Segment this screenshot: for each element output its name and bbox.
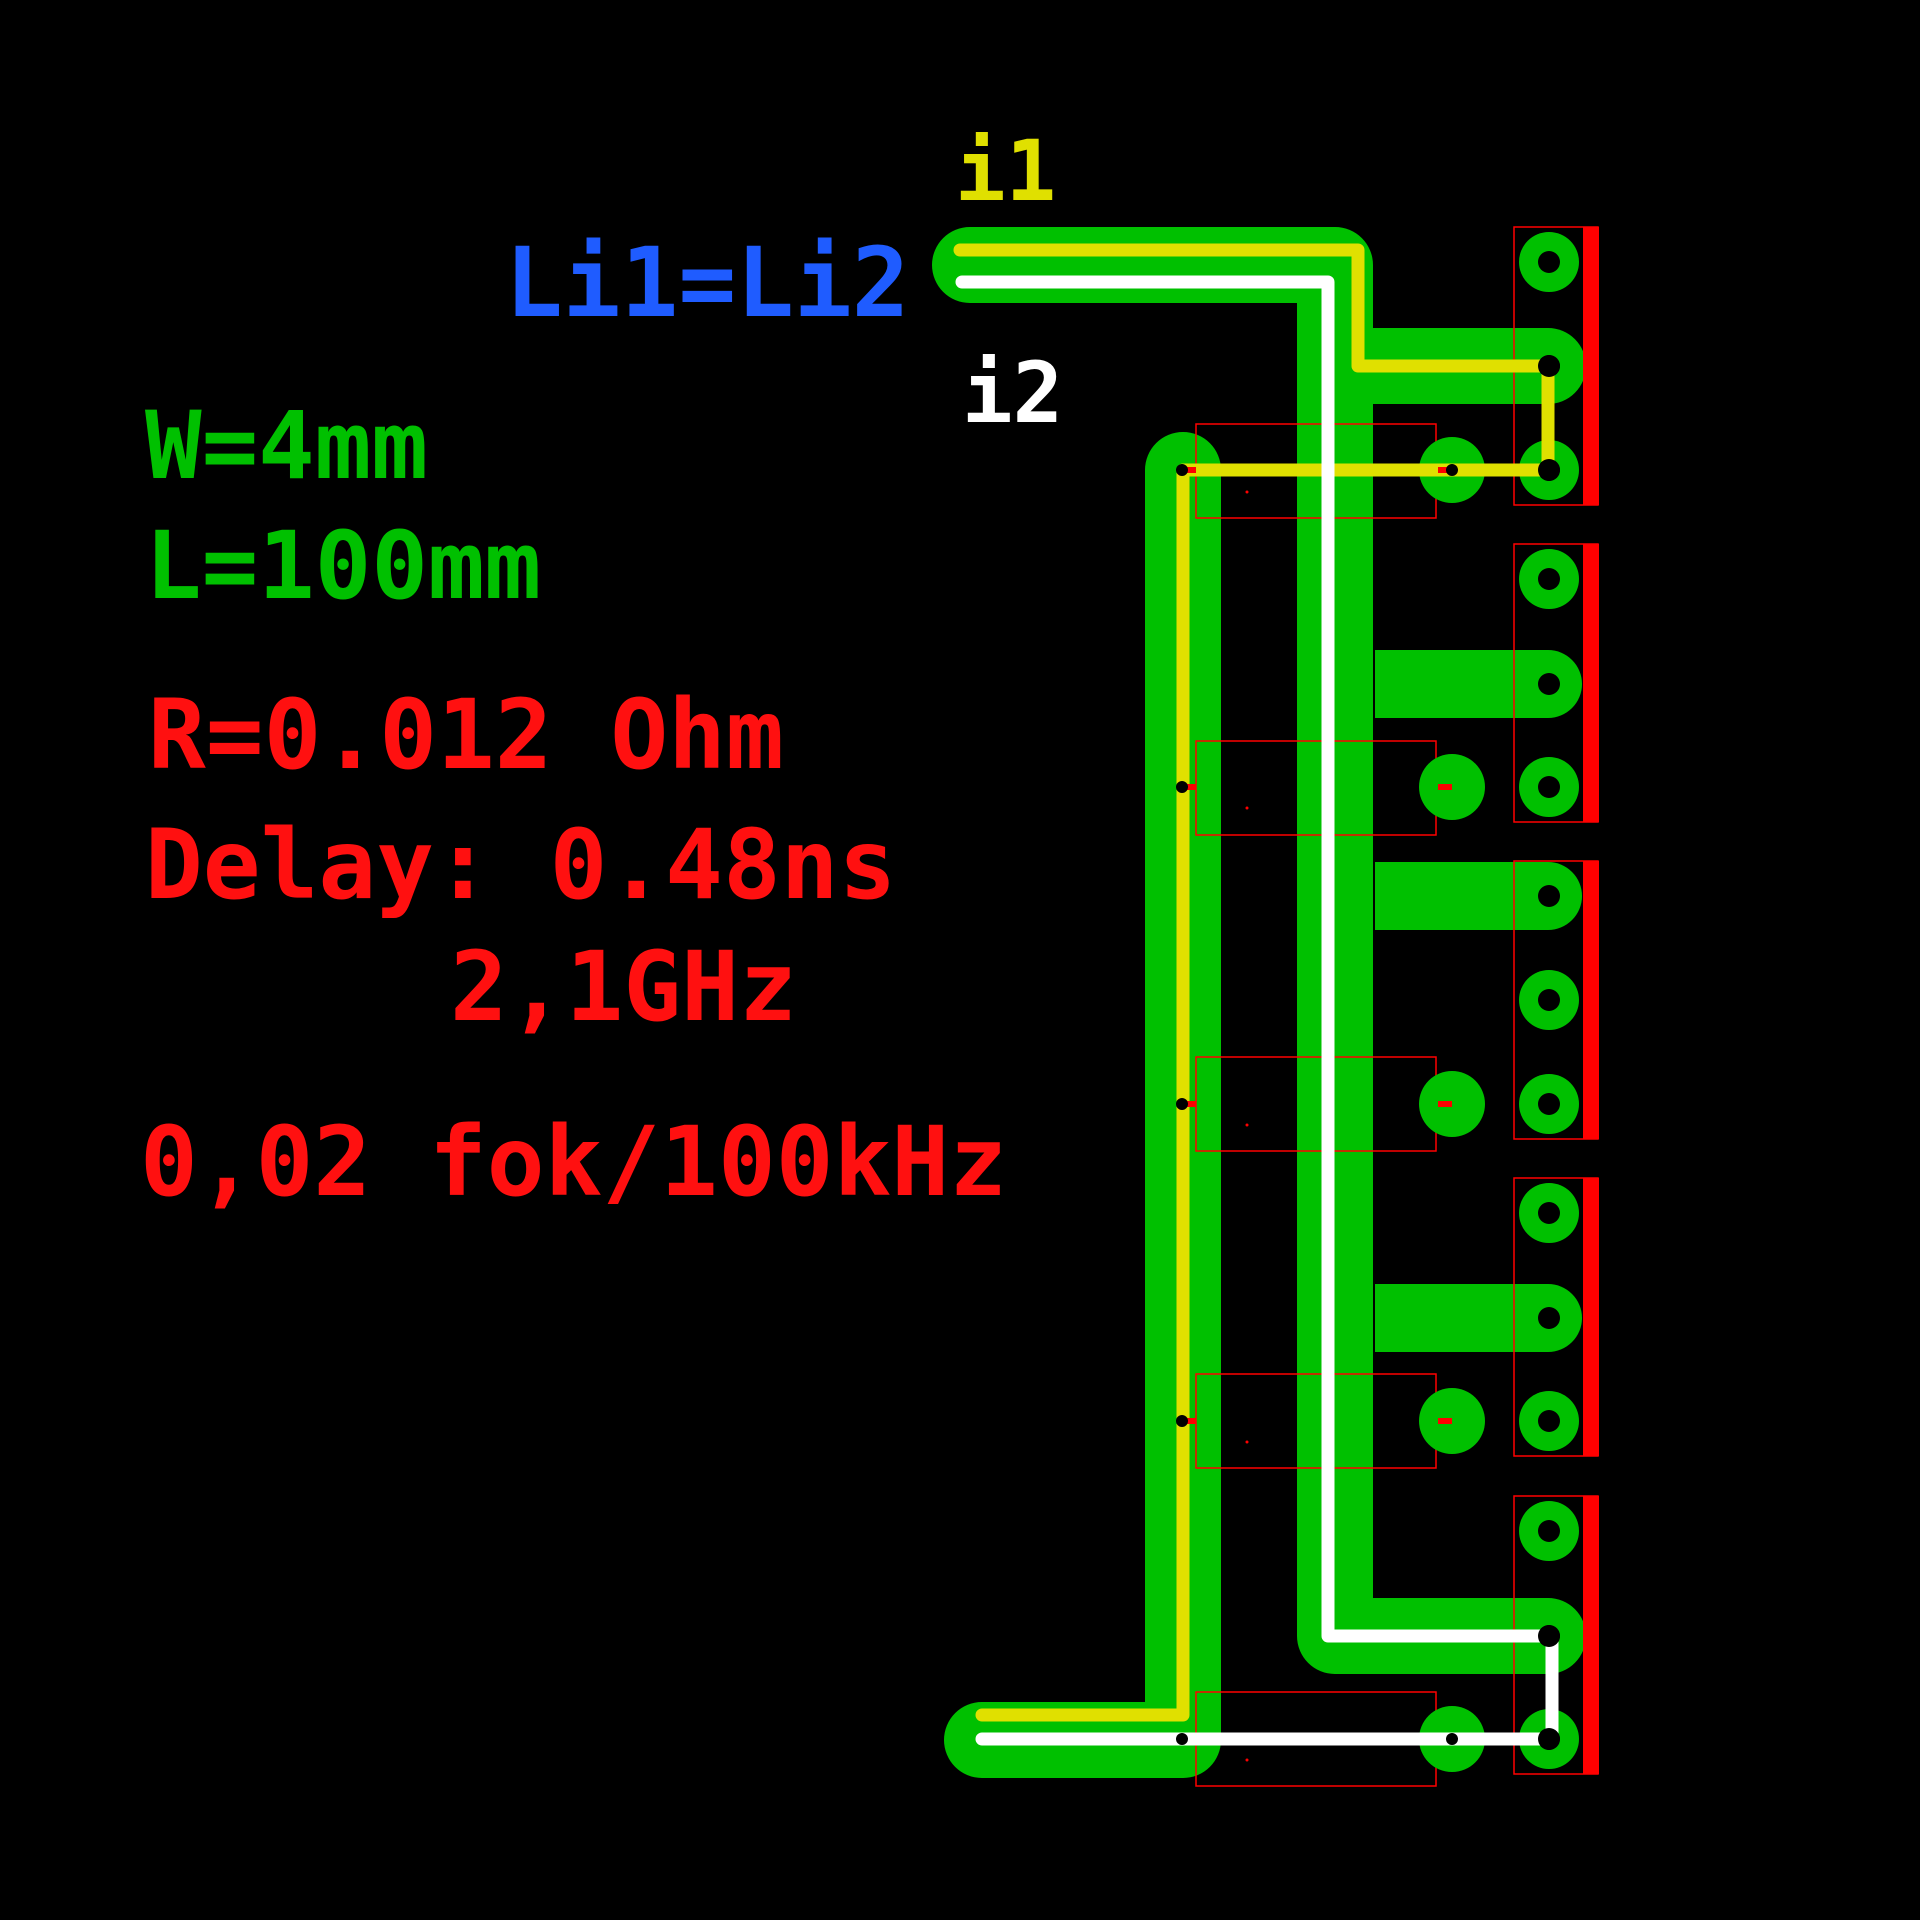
label-phase: 0,02 fok/100kHz [140, 1106, 1007, 1218]
label-i2: i2 [962, 344, 1063, 442]
component-centers [1245, 490, 1249, 1762]
label-i1: i1 [955, 122, 1056, 220]
label-length: L=100mm [145, 512, 541, 621]
label-delay: Delay: 0.48ns [145, 809, 896, 921]
vias [1176, 355, 1560, 1750]
copper-left-trace [944, 432, 1221, 1778]
label-equal-inductance: Li1=Li2 [505, 227, 910, 339]
label-resistance: R=0.012 Ohm [148, 679, 784, 791]
connector-bars [1583, 227, 1599, 1774]
trace-i1 [953, 243, 1555, 1722]
label-width: W=4mm [145, 392, 428, 501]
label-frequency: 2,1GHz [450, 931, 797, 1043]
